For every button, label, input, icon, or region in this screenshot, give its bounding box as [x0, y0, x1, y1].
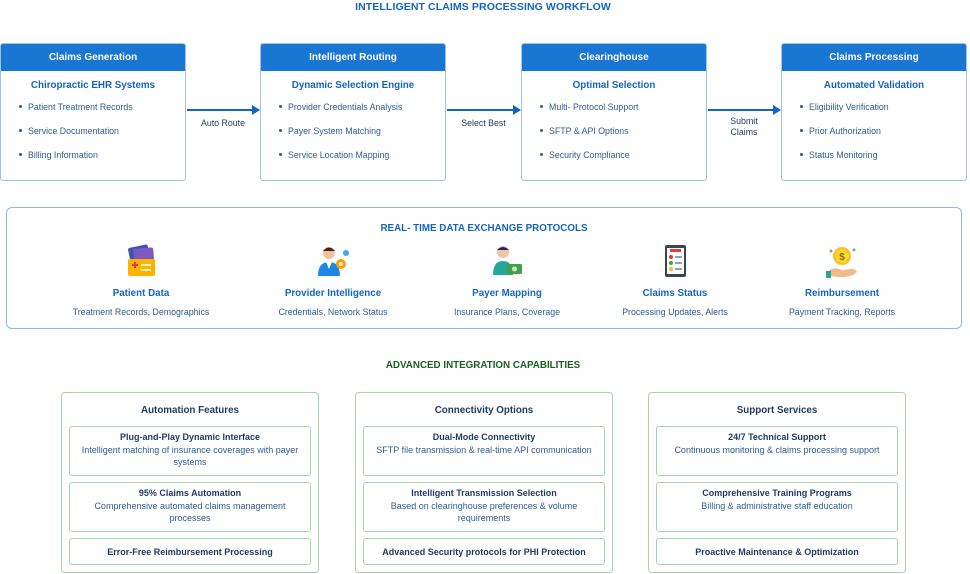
stage-item: Status Monitoring — [800, 148, 966, 172]
arrow-label: Auto Route — [200, 118, 245, 128]
feature-desc: Billing & administrative staff education — [701, 501, 853, 511]
advanced-integration-title: ADVANCED INTEGRATION CAPABILITIES — [385, 360, 581, 371]
feature-desc: Based on clearinghouse preferences & vol… — [390, 501, 578, 523]
feature-card: Intelligent Transmission Selection Based… — [363, 482, 605, 532]
reimbursement-icon: $ — [826, 247, 857, 278]
feature-card: Advanced Security protocols for PHI Prot… — [363, 538, 605, 565]
realtime-desc: Insurance Plans, Coverage — [453, 307, 561, 317]
stage-item: Security Compliance — [540, 148, 706, 172]
payer-mapping-icon — [493, 246, 522, 275]
stage-item: Billing Information — [19, 148, 185, 172]
realtime-title: REAL- TIME DATA EXCHANGE PROTOCOLS — [380, 223, 588, 234]
feature-desc: Comprehensive automated claims managemen… — [94, 501, 286, 523]
arrow-label: Submit — [730, 116, 758, 126]
stage-item: Service Documentation — [19, 124, 185, 148]
stage-header: Intelligent Routing — [261, 44, 445, 71]
flow-arrow — [447, 105, 521, 115]
realtime-item-patient-data: Patient Data Treatment Records, Demograp… — [46, 242, 236, 317]
svg-text:$: $ — [839, 252, 845, 263]
feature-card: Error-Free Reimbursement Processing — [69, 538, 311, 565]
feature-title: Comprehensive Training Programs — [702, 488, 852, 498]
realtime-item-provider-intelligence: Provider Intelligence Credentials, Netwo… — [238, 242, 428, 317]
stage-clearinghouse: Clearinghouse Optimal Selection Multi- P… — [521, 43, 707, 181]
feature-card: Plug-and-Play Dynamic Interface Intellig… — [69, 426, 311, 476]
feature-title: Plug-and-Play Dynamic Interface — [119, 432, 261, 442]
feature-title: Advanced Security protocols for PHI Prot… — [382, 547, 586, 557]
realtime-item-claims-status: Claims Status Processing Updates, Alerts — [580, 242, 770, 317]
realtime-label: Payer Mapping — [472, 288, 542, 299]
feature-title: 95% Claims Automation — [138, 488, 242, 498]
realtime-label: Patient Data — [112, 288, 170, 299]
panel-title: Support Services — [736, 405, 818, 416]
panel-support-services: Support Services 24/7 Technical Support … — [648, 392, 906, 573]
feature-desc: SFTP file transmission & real-time API c… — [376, 445, 592, 455]
stage-header: Clearinghouse — [522, 44, 706, 71]
panel-automation-features: Automation Features Plug-and-Play Dynami… — [61, 392, 319, 573]
realtime-label: Claims Status — [642, 288, 708, 299]
stage-subtitle: Chiropractic EHR Systems — [30, 80, 156, 91]
stage-item: Multi- Protocol Support — [540, 100, 706, 124]
feature-title: Intelligent Transmission Selection — [411, 488, 557, 498]
panel-connectivity-options: Connectivity Options Dual-Mode Connectiv… — [355, 392, 613, 573]
stage-intelligent-routing: Intelligent Routing Dynamic Selection En… — [260, 43, 446, 181]
realtime-desc: Credentials, Network Status — [278, 307, 388, 317]
realtime-desc: Payment Tracking, Reports — [788, 307, 896, 317]
feature-card: Dual-Mode Connectivity SFTP file transmi… — [363, 426, 605, 476]
stage-item-list: Eligibility Verification Prior Authoriza… — [782, 100, 966, 172]
stage-item-list: Patient Treatment Records Service Docume… — [1, 100, 185, 172]
feature-desc: Continuous monitoring & claims processin… — [674, 445, 880, 455]
realtime-item-payer-mapping: Payer Mapping Insurance Plans, Coverage — [412, 242, 602, 317]
stage-subtitle: Dynamic Selection Engine — [291, 80, 415, 91]
realtime-label: Reimbursement — [804, 288, 880, 299]
stage-header: Claims Processing — [782, 44, 966, 71]
stage-item: Payer System Matching — [279, 124, 445, 148]
stage-item-list: Provider Credentials Analysis Payer Syst… — [261, 100, 445, 172]
feature-title: Proactive Maintenance & Optimization — [695, 547, 859, 557]
stage-item: SFTP & API Options — [540, 124, 706, 148]
realtime-protocols-panel: REAL- TIME DATA EXCHANGE PROTOCOLS Patie… — [6, 207, 962, 329]
patient-data-icon — [128, 244, 155, 276]
panel-title: Automation Features — [141, 405, 239, 416]
realtime-desc: Processing Updates, Alerts — [622, 307, 728, 317]
claims-status-icon — [665, 245, 686, 277]
feature-desc: Intelligent matching of insurance covera… — [81, 445, 299, 467]
feature-title: Error-Free Reimbursement Processing — [107, 547, 273, 557]
feature-title: 24/7 Technical Support — [728, 432, 826, 442]
feature-card: 95% Claims Automation Comprehensive auto… — [69, 482, 311, 532]
provider-intelligence-icon — [318, 247, 349, 276]
stage-item: Provider Credentials Analysis — [279, 100, 445, 124]
feature-card: Proactive Maintenance & Optimization — [656, 538, 898, 565]
realtime-item-reimbursement: $ Reimbursement Payment Tracking, Report… — [747, 242, 937, 317]
arrow-label: Select Best — [461, 118, 506, 128]
panel-title: Connectivity Options — [434, 405, 534, 416]
diagram-title: INTELLIGENT CLAIMS PROCESSING WORKFLOW — [355, 1, 611, 13]
feature-title: Dual-Mode Connectivity — [432, 432, 536, 442]
realtime-desc: Treatment Records, Demographics — [72, 307, 210, 317]
stage-subtitle: Optimal Selection — [572, 80, 656, 91]
stage-item: Eligibility Verification — [800, 100, 966, 124]
feature-card: Comprehensive Training Programs Billing … — [656, 482, 898, 532]
stage-item: Service Location Mapping — [279, 148, 445, 172]
stage-claims-generation: Claims Generation Chiropractic EHR Syste… — [0, 43, 186, 181]
realtime-label: Provider Intelligence — [284, 288, 382, 299]
stage-item: Patient Treatment Records — [19, 100, 185, 124]
flow-arrow — [708, 105, 781, 115]
stage-subtitle: Automated Validation — [823, 80, 925, 91]
flow-arrow — [187, 105, 260, 115]
stage-header: Claims Generation — [1, 44, 185, 71]
feature-card: 24/7 Technical Support Continuous monito… — [656, 426, 898, 476]
stage-claims-processing: Claims Processing Automated Validation E… — [781, 43, 967, 181]
stage-item: Prior Authorization — [800, 124, 966, 148]
stage-item-list: Multi- Protocol Support SFTP & API Optio… — [522, 100, 706, 172]
arrow-label: Claims — [730, 127, 758, 137]
